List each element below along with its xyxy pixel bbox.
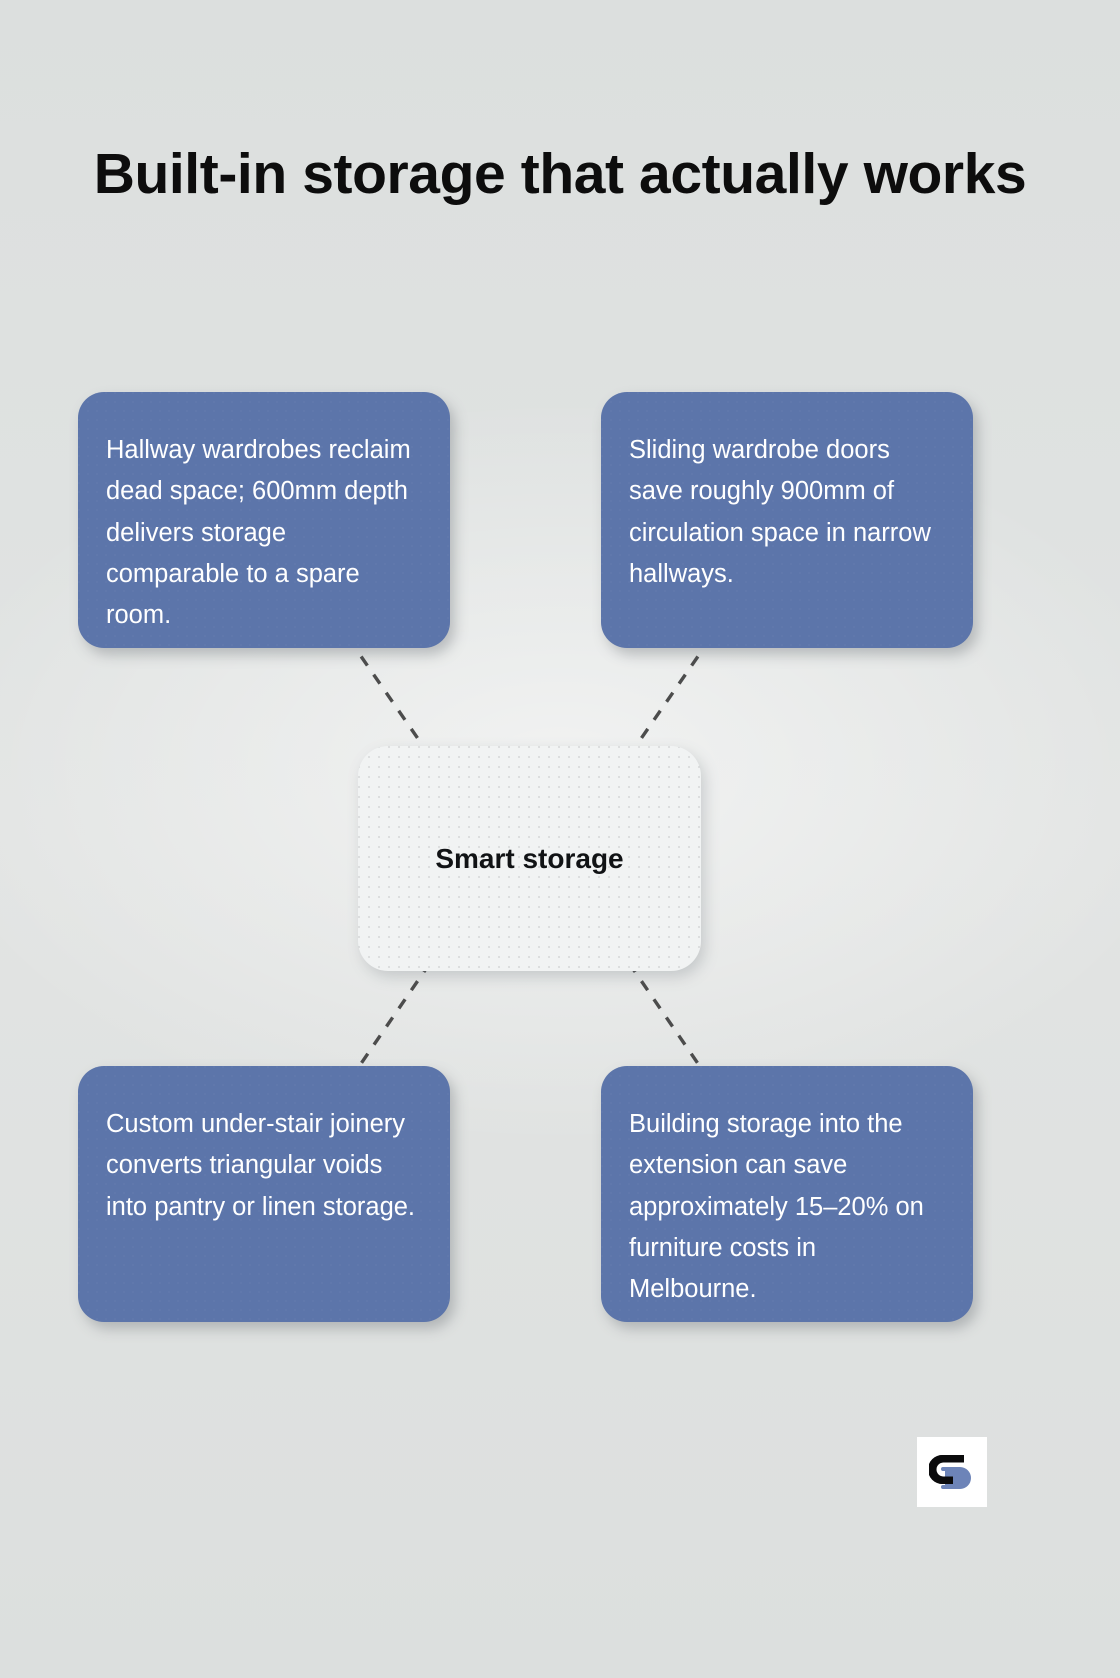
node-card-bottom-left-text: Custom under-stair joinery converts tria… [106,1110,416,1221]
connector-center-to-bottom-left [356,962,432,1069]
node-card-top-left-text: Hallway wardrobes reclaim dead space; 60… [106,436,411,630]
node-card-top-left[interactable]: Hallway wardrobes reclaim dead space; 60… [78,392,450,648]
center-node-card[interactable]: Smart storage [358,746,701,971]
node-card-top-right[interactable]: Sliding wardrobe doors save roughly 900m… [601,392,973,648]
node-card-bottom-left[interactable]: Custom under-stair joinery converts tria… [78,1066,450,1322]
page-title: Built-in storage that actually works [93,142,1027,207]
brand-logo-icon [929,1455,971,1489]
brand-logo-badge [917,1437,987,1507]
connector-center-to-top-right [627,651,703,757]
node-card-top-right-text: Sliding wardrobe doors save roughly 900m… [629,436,931,588]
node-card-bottom-right[interactable]: Building storage into the extension can … [601,1066,973,1322]
node-card-bottom-right-text: Building storage into the extension can … [629,1110,924,1304]
center-node-label: Smart storage [435,842,624,874]
connector-center-to-top-left [356,651,432,757]
connector-center-to-bottom-right [627,962,703,1069]
